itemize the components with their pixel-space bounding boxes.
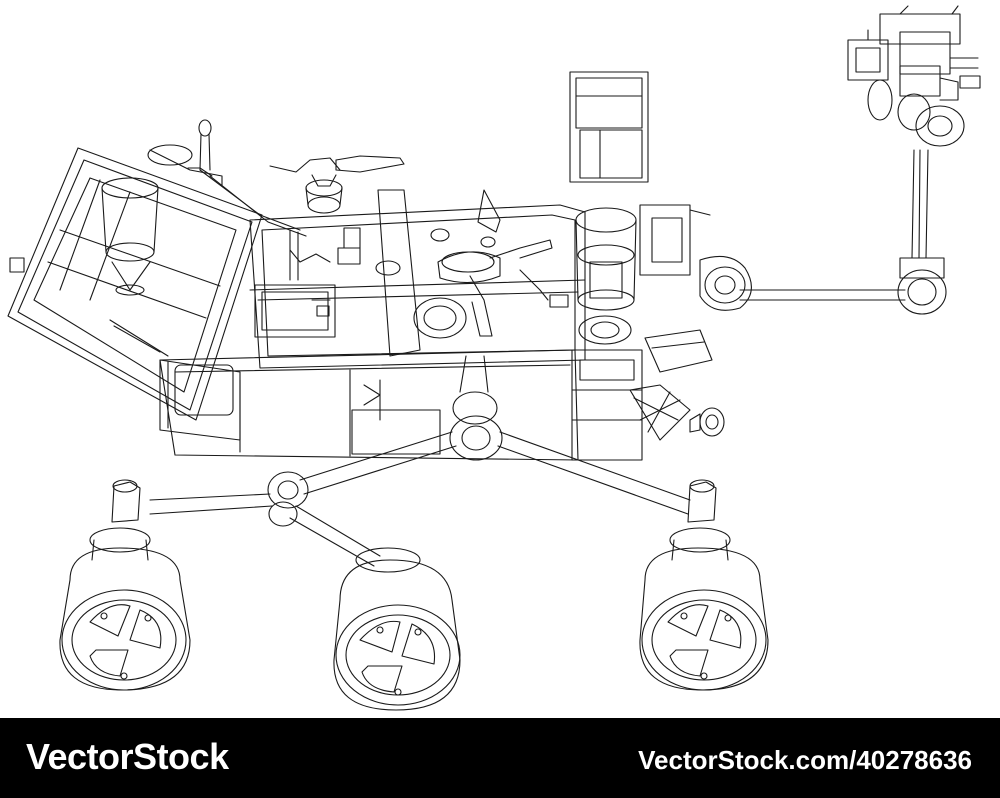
rover-wireframe bbox=[7, 5, 981, 711]
arm-turret bbox=[847, 5, 981, 147]
front-instruments bbox=[569, 71, 725, 461]
rtg-panel bbox=[7, 147, 263, 441]
image-id: VectorStock.com/40278636 bbox=[638, 745, 972, 775]
robotic-arm bbox=[699, 5, 981, 315]
wheel-rear bbox=[59, 479, 191, 691]
wheel-front bbox=[639, 479, 769, 691]
illustration-canvas bbox=[7, 5, 981, 711]
watermark-footer: VectorStock VectorStock.com/40278636 bbox=[0, 718, 1000, 798]
brand-logo-text: VectorStock bbox=[26, 736, 229, 777]
rover-body bbox=[159, 169, 586, 461]
wheel-middle bbox=[333, 547, 461, 711]
mast bbox=[147, 119, 405, 214]
suspension bbox=[149, 355, 691, 567]
